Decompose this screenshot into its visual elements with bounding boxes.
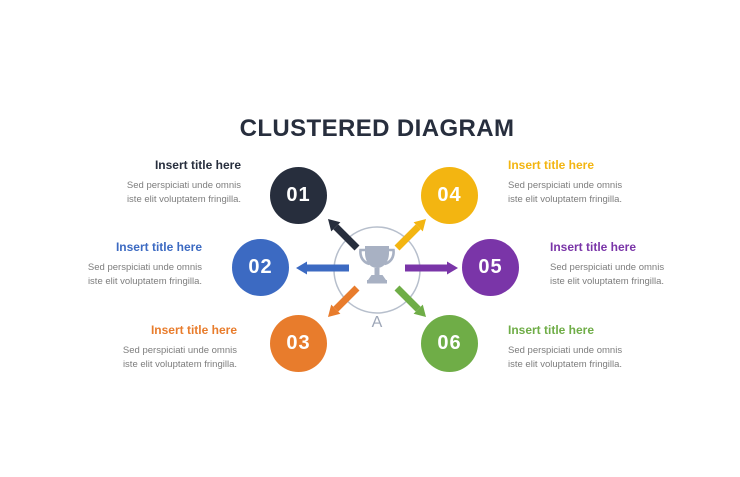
item-text-block-01: Insert title here Sed perspiciati unde o… <box>91 158 241 207</box>
node-number: 02 <box>248 256 273 278</box>
item-text-block-06: Insert title here Sed perspiciati unde o… <box>508 323 658 372</box>
arrow-to-03 <box>328 285 360 317</box>
item-title: Insert title here <box>115 240 202 254</box>
item-text-block-02: Insert title here Sed perspiciati unde o… <box>52 240 202 289</box>
item-title: Insert title here <box>508 158 595 172</box>
arrow-to-05 <box>405 261 458 275</box>
node-number: 01 <box>286 184 311 206</box>
node-number: 06 <box>437 332 462 354</box>
arrow-to-04 <box>394 219 426 251</box>
arrow-to-02 <box>296 261 349 275</box>
node-circle-03: 03 <box>270 315 327 372</box>
node-number: 04 <box>437 184 462 206</box>
item-title: Insert title here <box>150 323 237 337</box>
center-label: A <box>371 314 383 331</box>
trophy-icon <box>359 246 395 284</box>
node-circle-04: 04 <box>421 167 478 224</box>
page-title: CLUSTERED DIAGRAM <box>239 115 515 143</box>
item-text-block-03: Insert title here Sed perspiciati unde o… <box>87 323 237 372</box>
node-number: 03 <box>286 332 311 354</box>
node-circle-01: 01 <box>270 167 327 224</box>
arrow-to-06 <box>394 285 426 317</box>
item-title: Insert title here <box>508 323 595 337</box>
node-circle-05: 05 <box>462 239 519 296</box>
item-title: Insert title here <box>550 240 637 254</box>
node-circle-02: 02 <box>232 239 289 296</box>
node-circle-06: 06 <box>421 315 478 372</box>
item-text-block-04: Insert title here Sed perspiciati unde o… <box>508 158 658 207</box>
arrow-to-01 <box>328 219 360 251</box>
item-text-block-05: Insert title here Sed perspiciati unde o… <box>550 240 700 289</box>
item-title: Insert title here <box>154 158 241 172</box>
node-number: 05 <box>478 256 503 278</box>
